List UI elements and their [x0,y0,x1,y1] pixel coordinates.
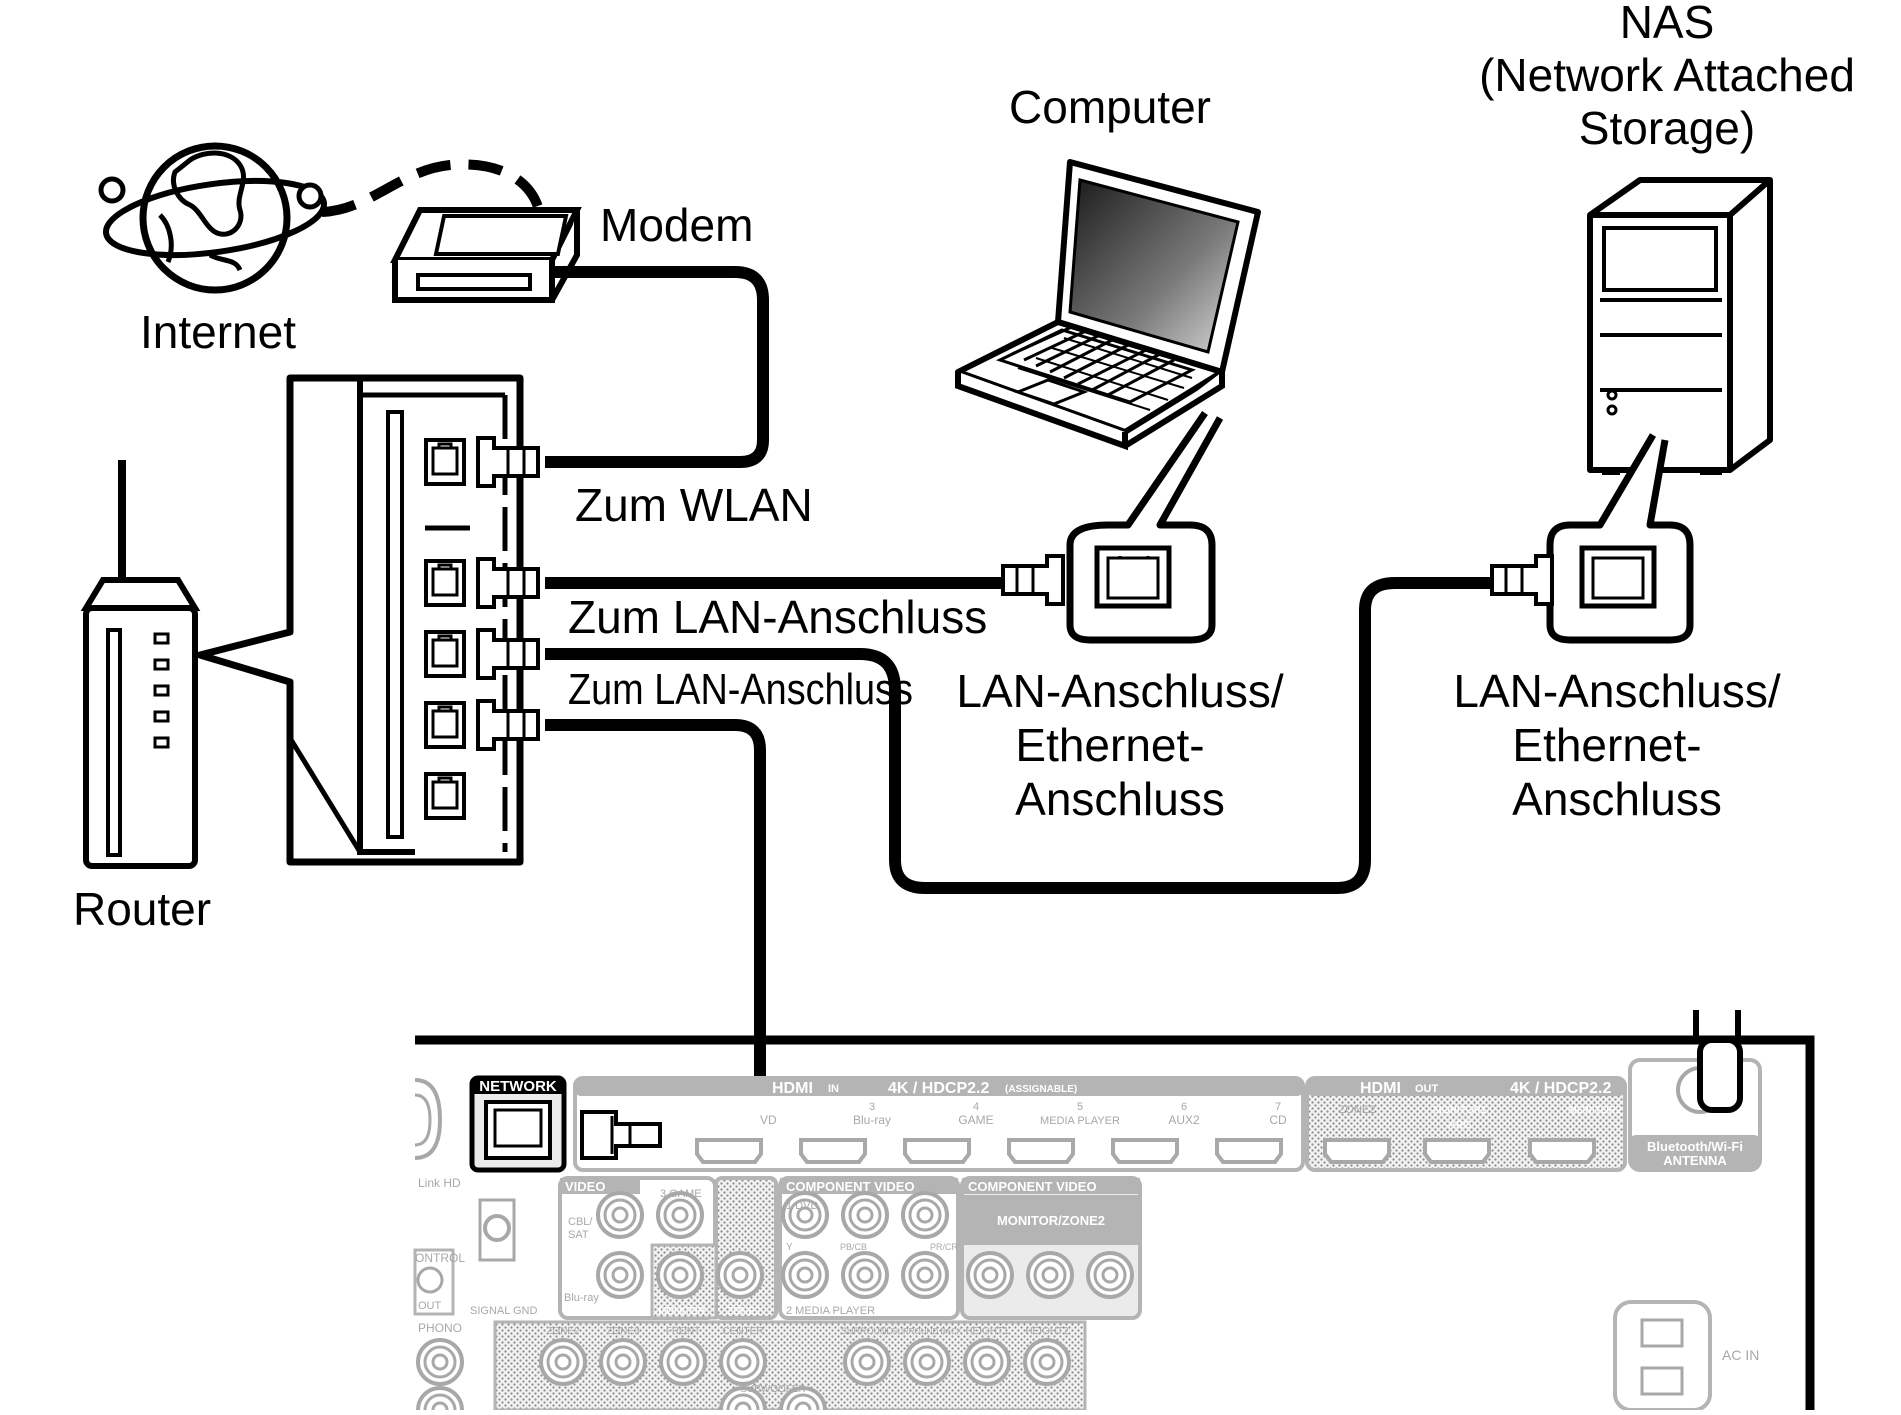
panel-hdmi-num-7: 7 [1275,1101,1281,1113]
receiver-back-panel: NETWORK HDMI IN 4K / HDCP2.2 (ASSIGNABLE… [413,1010,1815,1415]
nas-label-line1: NAS [1619,0,1715,48]
panel-hdmi-num-3: 3 [869,1101,875,1113]
panel-video-game: 3 GAME [660,1188,702,1200]
modem-label: Modem [600,199,754,251]
panel-signal-gnd: SIGNAL GND [470,1305,537,1317]
panel-pre-front: FRONT [666,1326,700,1337]
to-wlan-label: Zum WLAN [575,479,813,531]
panel-component-out-label: COMPONENT VIDEO [968,1179,1097,1194]
panel-out-monitor1: MONITOR1 [1434,1105,1487,1116]
computer-label: Computer [1009,81,1211,133]
receiver-plug [580,1110,662,1160]
panel-hdmi-in-label: HDMI [772,1080,813,1097]
panel-pre-center: CENTER [722,1326,763,1337]
nas-port-label-line3: Anschluss [1512,773,1722,825]
panel-network-label: NETWORK [479,1078,557,1095]
panel-out-badge: OUT [1415,1083,1439,1095]
panel-pre-height1: HEIGHT1 [965,1326,1009,1337]
panel-video-zone2: ZONE2 [727,1306,761,1317]
panel-out-zone2: ZONE2 [1339,1104,1376,1116]
panel-hdmi-num-5: 5 [1077,1101,1083,1113]
internet-globe-icon [98,142,328,294]
panel-hdmi-num-4: 4 [973,1101,979,1113]
panel-assignable-label: (ASSIGNABLE) [1005,1084,1077,1095]
panel-pre-surround: SURROUND [841,1326,894,1336]
panel-hdmi-input-3: GAME [958,1113,993,1127]
panel-pre-surround-back: SURROUND BACK [892,1327,963,1336]
cable-router-to-receiver [545,719,766,1142]
nas-label-line3: Storage) [1578,102,1756,154]
nas-port-label-line2: Ethernet- [1512,719,1702,771]
computer-lan-port-callout [1066,411,1224,644]
cable-modem-to-router [545,266,769,468]
cable-router-to-nas [545,577,1495,894]
nas-plug [1490,554,1554,606]
nas-storage-icon [1587,177,1773,475]
panel-out: OUT [418,1300,442,1312]
panel-pre-zone2: ZONE2 [546,1326,580,1337]
nas-port-label-line1: LAN-Anschluss/ [1453,665,1781,717]
nas-lan-port-callout [1546,433,1694,644]
panel-phono: PHONO [418,1321,462,1335]
panel-out-arc: ARC [1448,1119,1471,1131]
internet-label: Internet [140,306,296,358]
panel-in-badge: IN [828,1083,839,1095]
nas-label-line2: (Network Attached [1479,49,1855,101]
panel-video-monitor: MONITOR [658,1306,705,1317]
router-zoom-callout [196,374,524,866]
panel-comp-pr: PR/CR [930,1242,959,1252]
panel-bt-antenna-2: ANTENNA [1663,1153,1727,1168]
panel-video-bluray: Blu-ray [564,1292,599,1304]
panel-video-sat: SAT [568,1229,589,1241]
computer-plug [1001,554,1065,606]
panel-hdmi-input-2: Blu-ray [853,1113,891,1127]
pc-port-label-line1: LAN-Anschluss/ [956,665,1284,717]
panel-hdmi-input-1: VD [760,1113,777,1127]
panel-subwoofer: SUBWOOFER [740,1384,806,1395]
panel-hdmi-input-4: MEDIA PLAYER [1040,1115,1120,1127]
panel-hdcp-label: 4K / HDCP2.2 [888,1080,989,1097]
panel-bt-antenna-1: Bluetooth/Wi-Fi [1647,1139,1743,1154]
panel-component-label: COMPONENT VIDEO [786,1179,915,1194]
panel-video-label: VIDEO [565,1179,605,1194]
panel-hdcp-out-label: 4K / HDCP2.2 [1510,1080,1611,1097]
router-device-icon [80,460,201,869]
panel-hdmi-input-6: CD [1269,1113,1287,1127]
panel-out-monitor2: MONITOR2 [1569,1105,1622,1116]
panel-monitor-zone2-label: MONITOR/ZONE2 [997,1213,1105,1228]
panel-hdmi-input-5: AUX2 [1168,1113,1200,1127]
to-lan-label-2: Zum LAN-Anschluss [568,665,913,714]
panel-ac-in: AC IN [1722,1347,1759,1363]
pc-port-label-line2: Ethernet- [1015,719,1205,771]
panel-hdmi-out-label: HDMI [1360,1080,1401,1097]
panel-control: ONTROL [415,1251,465,1265]
router-label: Router [73,883,212,935]
modem-device-icon [390,207,582,303]
panel-video-cbl: CBL/ [568,1216,593,1228]
dashed-link-line [321,159,545,217]
panel-hdmi-num-6: 6 [1181,1101,1187,1113]
panel-comp-dvd: 1 DVD [786,1200,818,1212]
panel-comp-media: 2 MEDIA PLAYER [786,1305,875,1317]
panel-comp-pb: PB/CB [840,1242,867,1252]
panel-comp-y: Y [786,1242,793,1253]
panel-pre-zone3: ZONE3 [606,1326,640,1337]
computer-laptop-icon [955,159,1261,451]
pc-port-label-line3: Anschluss [1015,773,1225,825]
to-lan-label-1: Zum LAN-Anschluss [568,591,988,643]
panel-link-hd: Link HD [418,1176,461,1190]
panel-pre-height2: HEIGHT2 [1025,1326,1069,1337]
